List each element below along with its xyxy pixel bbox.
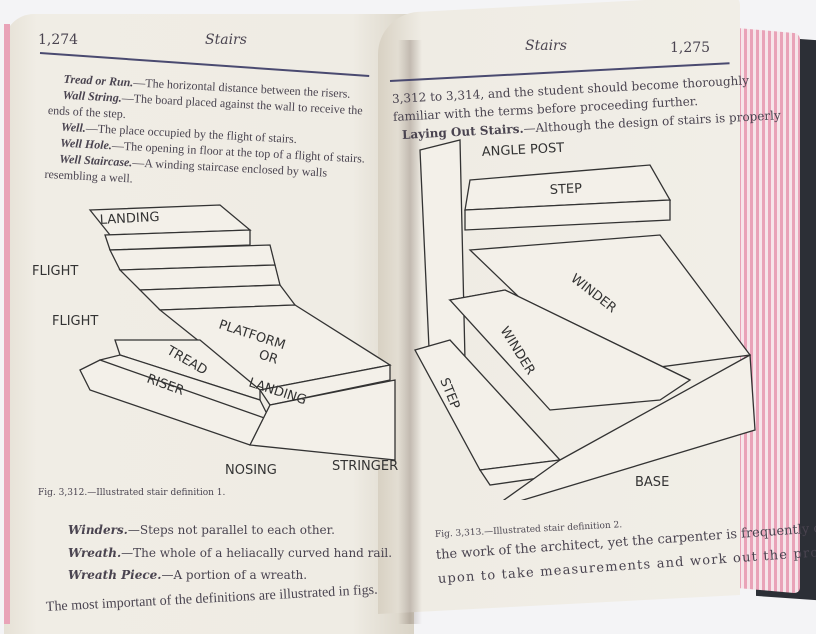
figure-label: NOSING xyxy=(225,463,277,478)
definition-wreath-piece: Wreath Piece.—A portion of a wreath. xyxy=(68,568,307,582)
book-gutter xyxy=(398,40,422,624)
text-span: Well Staircase. xyxy=(59,151,133,170)
left-running-head: Stairs xyxy=(205,32,247,48)
definition-wreath: Wreath.—The whole of a heliacally curved… xyxy=(68,546,392,560)
stair-figure-1: LANDING FLIGHT FLIGHT PLATFORM OR LANDIN… xyxy=(32,204,398,478)
figure-caption-1: Fig. 3,312.—Illustrated stair definition… xyxy=(38,488,226,498)
text-span: Well Hole. xyxy=(59,135,113,153)
definitions-block: Tread or Run.—The horizontal distance be… xyxy=(44,70,384,199)
figure-label: STRINGER xyxy=(332,459,398,474)
left-page-number: 1,274 xyxy=(38,32,79,48)
definition-continuation: the step. xyxy=(85,104,127,122)
text-span: Wreath. xyxy=(68,546,122,560)
text-span: —Steps not parallel to each other. xyxy=(127,523,335,537)
text-span: Winders. xyxy=(68,523,128,537)
text-span: —The whole of a heliacally curved hand r… xyxy=(121,546,393,560)
text-span: Wall String. xyxy=(62,87,123,105)
figure-label: LANDING xyxy=(99,210,160,228)
text-span: Well. xyxy=(60,119,87,135)
figure-label: BASE xyxy=(635,475,669,490)
figure-label: STEP xyxy=(549,181,582,198)
figure-label: ANGLE POST xyxy=(481,141,564,160)
definition-winders: Winders.—Steps not parallel to each othe… xyxy=(68,523,335,537)
right-running-head: Stairs xyxy=(525,38,567,54)
figure-label: FLIGHT xyxy=(32,264,78,279)
definition-continuation: well. xyxy=(108,170,134,186)
text-span: —A portion of a wreath. xyxy=(161,568,308,582)
figure-label: OR xyxy=(257,348,280,368)
right-page-number: 1,275 xyxy=(670,40,711,56)
text-span: Wreath Piece. xyxy=(68,568,162,582)
stair-figure-2: ANGLE POST STEP WINDER WINDER STEP BASE xyxy=(414,139,756,500)
figure-label: FLIGHT xyxy=(52,314,98,329)
